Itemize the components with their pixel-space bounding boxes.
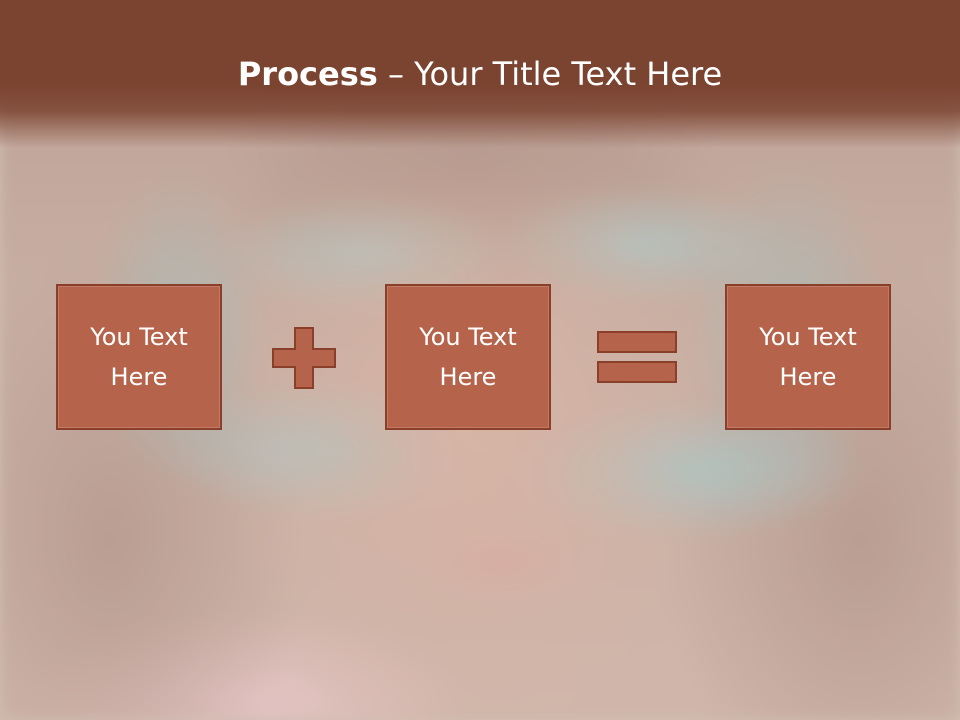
equals-icon [597,331,677,383]
process-box-2-text: You Text Here [419,323,517,391]
slide-title[interactable]: Process – Your Title Text Here [0,52,960,96]
plus-icon [272,327,336,389]
process-box-2[interactable]: You Text Here [385,284,551,430]
process-box-3[interactable]: You Text Here [725,284,891,430]
title-rest: – Your Title Text Here [377,55,723,93]
process-box-3-text: You Text Here [759,323,857,391]
process-box-1[interactable]: You Text Here [56,284,222,430]
process-box-1-text: You Text Here [90,323,188,391]
title-bold: Process [237,55,378,93]
title-band [0,0,960,148]
